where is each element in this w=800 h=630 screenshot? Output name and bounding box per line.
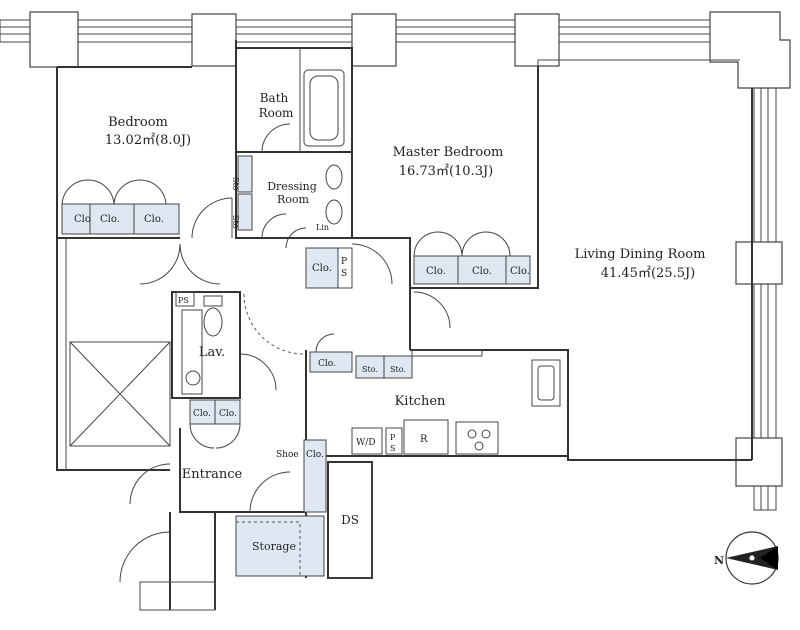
closet-label: Clo. [100, 214, 120, 225]
ps-label: S [341, 269, 347, 279]
doors [119, 123, 451, 583]
entrance-title: Entrance [182, 467, 243, 482]
toilet [203, 295, 223, 337]
storage-label: Sto. [362, 365, 378, 374]
compass-north-label: N [714, 554, 724, 567]
closet-label: Clo. [144, 214, 164, 225]
ps-label: P [341, 257, 347, 267]
ps-label: P [390, 433, 396, 442]
closet-label: Clo. [510, 266, 530, 277]
lav-ps [175, 291, 195, 307]
linen-label: Lin [316, 223, 329, 232]
dressing-storage [237, 155, 343, 231]
kitchen-fixtures [309, 333, 561, 455]
closet-label: Clo [74, 214, 91, 225]
closet-label: Clo. [318, 359, 336, 369]
kitchen-title: Kitchen [395, 394, 446, 409]
shoe-closet [303, 439, 327, 513]
bath-room-title: Room [259, 106, 294, 120]
sink [181, 309, 203, 395]
void-shaft [69, 341, 171, 447]
storage-label: Sto [231, 215, 240, 229]
bedroom-title: Bedroom [108, 115, 168, 130]
hall-closet [285, 227, 353, 289]
bathtub [303, 69, 345, 147]
ps-label: S [390, 444, 395, 453]
storage-label: Sto. [390, 365, 406, 374]
ds-title: DS [341, 513, 359, 527]
storage-label: Sto [231, 177, 240, 191]
closet-label: Clo. [193, 409, 211, 419]
closet-label: Clo. [219, 409, 237, 419]
ps-label: PS [178, 296, 189, 305]
bedroom-area: 13.02㎡(8.0J) [105, 133, 191, 148]
refrigerator-label: R [420, 434, 428, 445]
closet-label: Clo. [312, 263, 332, 274]
master-bedroom-area: 16.73㎡(10.3J) [399, 164, 494, 179]
shoe-label: Shoe [276, 450, 299, 460]
dressing-room-title: Dressing [267, 180, 317, 193]
master-bedroom-title: Master Bedroom [393, 145, 504, 160]
storage-room [235, 515, 325, 577]
bedroom-closets [61, 179, 180, 235]
master-closets [413, 231, 531, 285]
pillars [29, 11, 791, 487]
closet-label: Clo. [306, 450, 324, 460]
washer-dryer-label: W/D [356, 438, 376, 448]
north-compass-icon [725, 531, 779, 585]
storage-title: Storage [252, 540, 296, 553]
living-dining-title: Living Dining Room [575, 247, 706, 262]
living-dining-area: 41.45㎡(25.5J) [601, 266, 696, 281]
bath-room-title: Bath [260, 91, 289, 105]
lavatory-title: Lav. [199, 345, 225, 360]
dressing-room-title: Room [277, 193, 310, 206]
closet-label: Clo. [426, 266, 446, 277]
closet-label: Clo. [472, 266, 492, 277]
lav-closets [189, 399, 241, 449]
